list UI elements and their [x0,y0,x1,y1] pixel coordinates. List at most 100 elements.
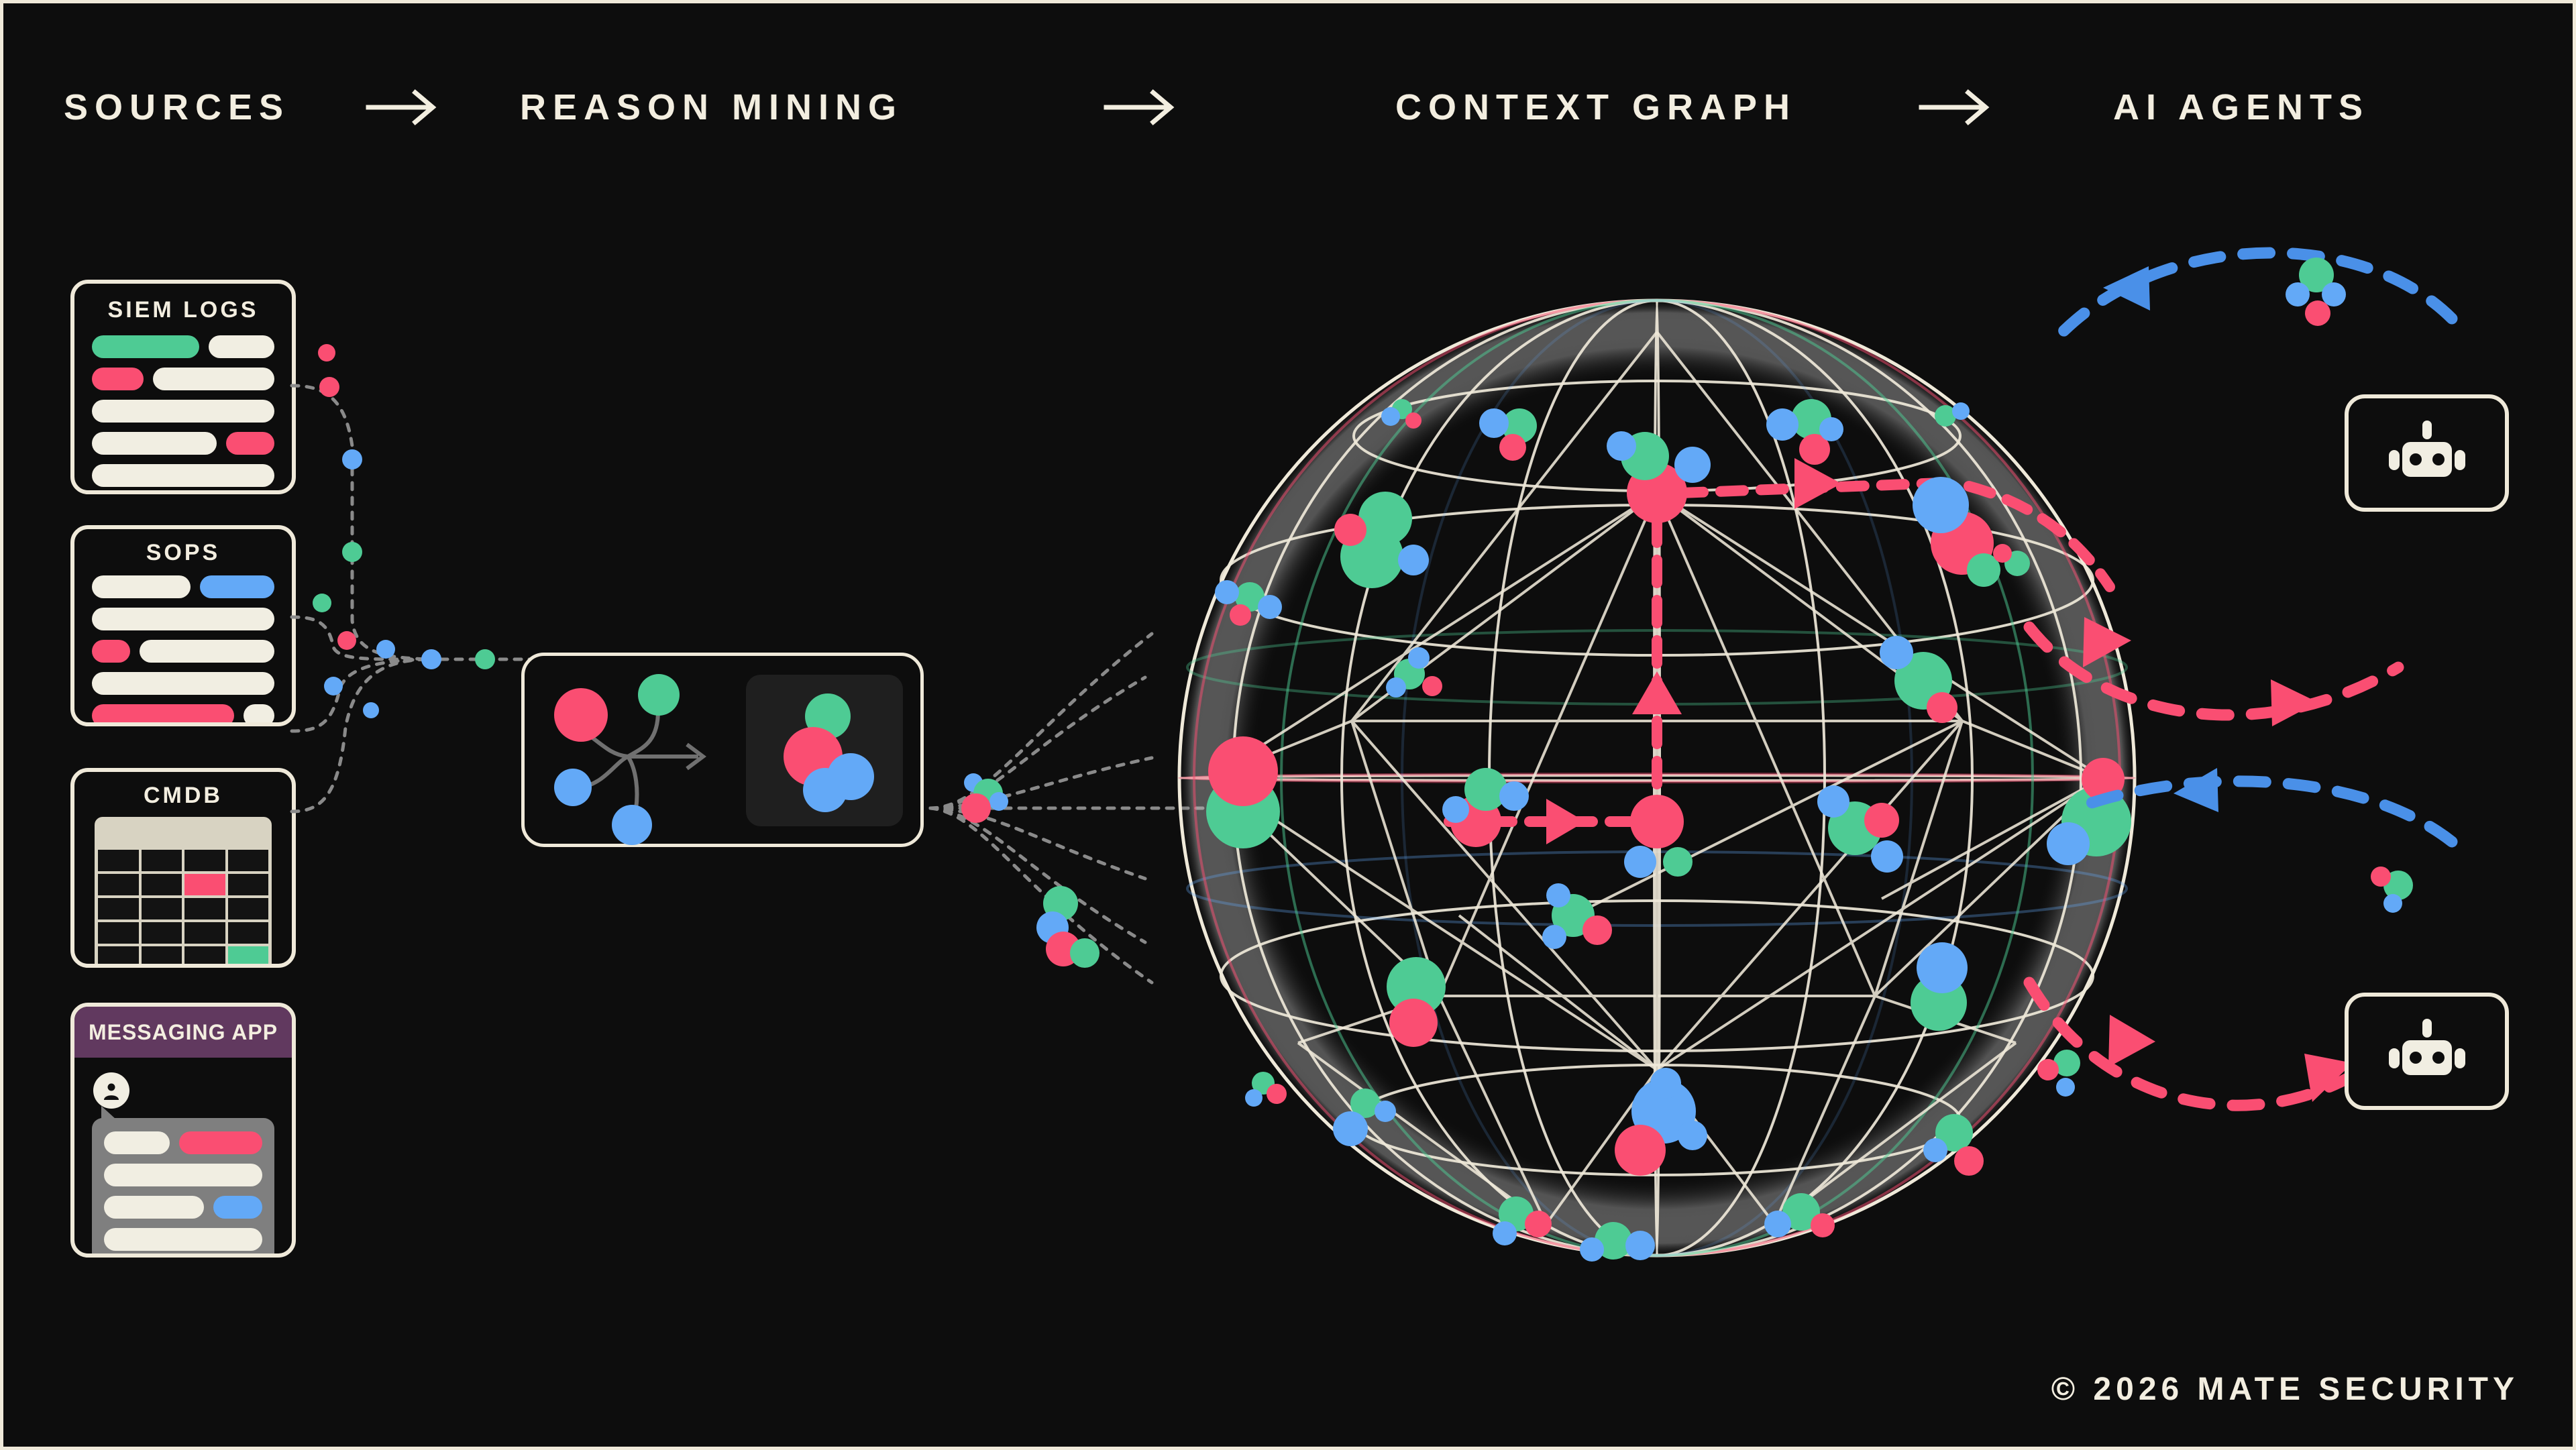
log-line [92,575,274,598]
graph-node-cluster [1206,736,1280,848]
ai-agent-top[interactable] [2345,394,2509,512]
flow-dot [342,449,362,469]
flow-dot [989,792,1008,811]
graph-node-cluster [1245,1072,1287,1107]
log-line [92,640,274,663]
log-line [92,335,274,358]
graph-flow-arrows [1444,458,2115,844]
reason-node-blue [554,769,592,806]
flow-dot [324,677,343,695]
graph-node-cluster [1624,795,1693,878]
log-line [92,432,274,455]
graph-node-cluster [1215,580,1282,626]
reason-node-green [638,674,680,716]
reason-node-pink [554,688,608,742]
copyright-notice: © 2026 MATE SECURITY [2051,1372,2519,1407]
robot-icon [2388,1018,2465,1075]
flow-dot [376,640,395,659]
chat-line [104,1228,262,1251]
graph-node-cluster [1580,1222,1655,1262]
agent-inbound-top-arrowhead [2103,266,2150,311]
flow-dot [313,594,331,612]
graph-node-cluster [1913,477,2000,587]
agent-inbound-bottom-path [2070,775,2458,848]
graph-node-cluster [1333,1089,1396,1146]
source-card-title-cmdb: CMDB [144,783,223,808]
agent-outbound-bottom-path [2023,977,2418,1111]
flow-dot [961,793,991,823]
source-card-siem-logs[interactable]: SIEM LOGS [70,280,296,494]
agent-outbound-top-arrowhead [2083,617,2131,667]
cmdb-table [95,817,272,964]
flow-dot [421,649,441,669]
source-card-title-sops: SOPS [146,540,221,565]
agent-inbound-top-path [2050,247,2458,345]
flow-dot [318,344,335,361]
table-row [98,946,268,964]
graph-node-cluster [1764,1193,1835,1237]
source-card-messaging-app[interactable]: MESSAGING APP [70,1003,296,1258]
mining-to-graph-connectors [928,632,1208,985]
table-row [98,922,268,944]
ai-agent-bottom[interactable] [2345,993,2509,1110]
graph-node-cluster [2047,758,2131,865]
flow-dot [363,702,379,718]
source-card-title-messaging-app: MESSAGING APP [88,1019,278,1044]
flow-dot [1070,938,1099,968]
graph-node-cluster [1607,431,1711,523]
chat-line [104,1164,262,1186]
cmdb-table-header [98,820,268,847]
chat-bubble [92,1106,274,1253]
reason-mining-output-panel [746,675,903,826]
output-node-blue [803,768,847,812]
graph-node-cluster [1387,957,1446,1047]
graph-nodes [1206,399,2131,1262]
arrow-graph-to-agents-icon [1919,70,1999,144]
table-row [98,850,268,871]
graph-node-cluster [1334,492,1429,588]
log-line-list-sops [74,575,292,722]
agent-outbound-bottom-arrowhead [2108,1015,2155,1067]
graph-node-cluster [1479,408,1537,461]
log-line [92,672,274,695]
header-step-sources: SOURCES [64,87,290,127]
log-line [92,704,274,722]
pipeline-header: SOURCES REASON MINING CONTEXT GRAPH AI A… [3,70,2576,144]
graph-node-cluster [1615,1068,1707,1176]
user-avatar-icon [93,1072,129,1109]
reason-mining-output-cluster [784,693,874,812]
graph-node-cluster [1493,1196,1552,1245]
source-card-sops[interactable]: SOPS [70,525,296,726]
graph-node-cluster [1993,544,2030,576]
agent-outbound-top-arrowhead-2 [2271,679,2318,726]
log-line [92,464,274,487]
log-line [92,608,274,630]
graph-node-cluster [1542,883,1612,949]
flow-node-cluster [2286,258,2346,326]
flow-dot [342,542,362,562]
flow-dot [319,377,339,397]
source-to-mining-connectors [290,344,535,814]
graph-node-cluster [1766,399,1843,465]
flow-dot [337,631,356,650]
graph-node-cluster [1923,1114,1984,1176]
source-card-title-siem-logs: SIEM LOGS [107,297,259,323]
table-row [98,898,268,919]
agent-outbound-top-path [2023,621,2404,721]
flow-node-cluster [2371,867,2413,913]
graph-node-cluster [1817,785,1903,873]
log-line [92,368,274,390]
header-step-reason-mining: REASON MINING [520,87,904,127]
reason-mining-input-graph [554,674,706,845]
graph-node-cluster [1880,636,1957,723]
graph-node-cluster [1935,402,1970,427]
agent-outbound-bottom-arrowhead-2 [2304,1054,2353,1102]
context-graph-globe[interactable] [1171,292,2143,1264]
reason-mining-panel[interactable] [521,653,924,847]
robot-icon [2388,420,2465,477]
graph-node-cluster [1381,399,1421,429]
flow-dot [475,649,495,669]
agent-inbound-bottom-arrowhead [2174,768,2218,812]
source-card-cmdb[interactable]: CMDB [70,768,296,968]
